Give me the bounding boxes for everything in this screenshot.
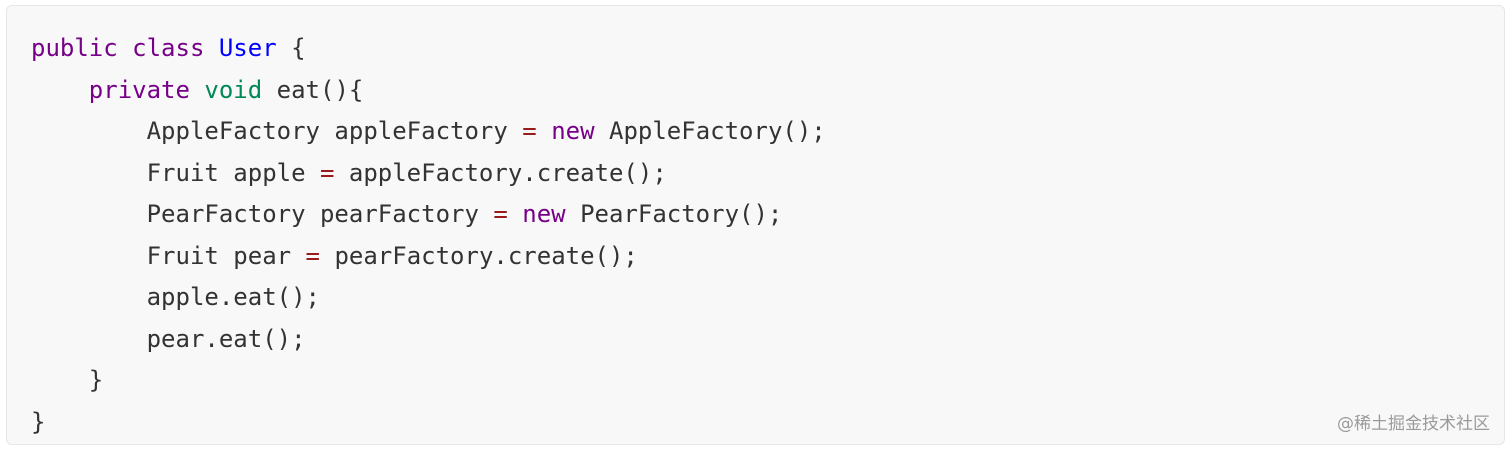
code-token-text	[537, 117, 551, 145]
code-token-text: AppleFactory appleFactory	[31, 117, 523, 145]
code-line: Fruit pear = pearFactory.create();	[31, 236, 826, 278]
code-line: apple.eat();	[31, 277, 826, 319]
code-token-operator: =	[305, 241, 320, 270]
code-token-text	[508, 200, 522, 228]
watermark-label: @稀土掘金技术社区	[1337, 414, 1490, 434]
code-token-class-name: User	[218, 34, 277, 62]
code-token-keyword: new	[551, 117, 595, 145]
code-line: }	[31, 402, 826, 444]
code-line: public class User {	[31, 28, 826, 70]
code-token-text: PearFactory();	[565, 200, 783, 228]
code-token-text: appleFactory.create();	[334, 158, 667, 187]
code-token-text: pear.eat();	[31, 324, 306, 353]
code-token-operator: =	[319, 158, 335, 187]
code-token-text: }	[31, 407, 46, 436]
code-line: PearFactory pearFactory = new PearFactor…	[31, 194, 826, 236]
code-token-operator: =	[522, 117, 537, 145]
code-line: AppleFactory appleFactory = new AppleFac…	[31, 111, 826, 153]
code-token-text	[190, 76, 204, 104]
code-token-text: {	[276, 34, 306, 62]
code-token-text	[204, 34, 218, 62]
code-token-operator: =	[493, 200, 508, 228]
code-line: private void eat(){	[31, 70, 826, 112]
code-token-text: eat(){	[262, 75, 364, 104]
code-token-keyword: new	[522, 200, 566, 228]
code-content[interactable]: public class User { private void eat(){ …	[31, 28, 826, 443]
code-token-text: AppleFactory();	[594, 117, 826, 145]
code-token-text: Fruit apple	[31, 158, 320, 187]
code-token-text	[118, 34, 132, 62]
code-token-keyword: public	[31, 34, 118, 62]
code-line: pear.eat();	[31, 319, 826, 361]
code-token-text: pearFactory.create();	[320, 241, 638, 270]
code-token-text: PearFactory pearFactory	[31, 200, 494, 228]
code-token-text: apple.eat();	[31, 283, 320, 311]
code-line: }	[31, 360, 826, 402]
code-token-text: }	[31, 366, 104, 394]
code-token-text: Fruit pear	[31, 241, 306, 270]
code-token-text	[31, 76, 89, 104]
code-token-type: void	[204, 75, 263, 104]
code-token-keyword: class	[132, 34, 205, 62]
code-token-keyword: private	[88, 75, 190, 104]
code-line: Fruit apple = appleFactory.create();	[31, 153, 826, 195]
code-block: public class User { private void eat(){ …	[6, 5, 1505, 445]
